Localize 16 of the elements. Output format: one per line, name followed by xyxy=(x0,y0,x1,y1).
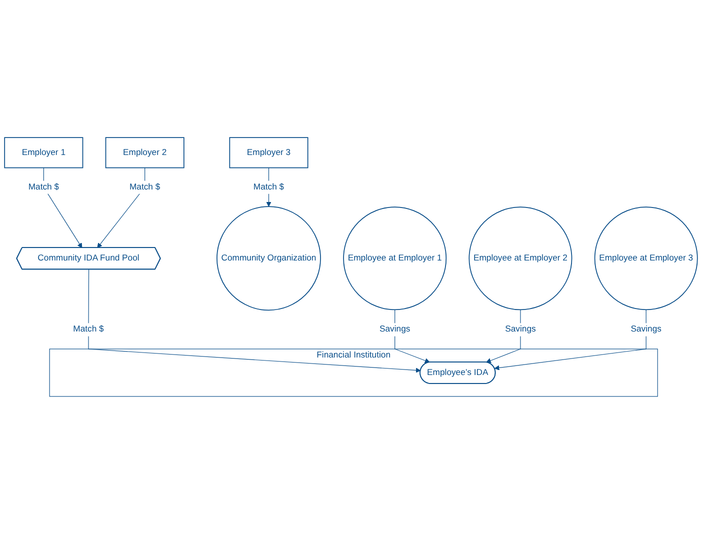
node-circle: Employee at Employer 2 xyxy=(468,206,572,310)
node-box: Employer 3 xyxy=(229,137,308,168)
node-circle: Community Organization xyxy=(216,206,321,311)
edge-label: Match $ xyxy=(28,182,60,192)
edge-label: Match $ xyxy=(129,182,160,192)
edge-label: Match $ xyxy=(253,182,284,192)
node-box: Employer 2 xyxy=(105,137,184,168)
node-circle: Employee at Employer 1 xyxy=(343,206,447,310)
edge-label: Savings xyxy=(630,324,662,334)
arrow xyxy=(88,269,421,373)
edge-label: Savings xyxy=(505,324,536,334)
node-circle: Employee at Employer 3 xyxy=(594,206,698,310)
edge-label: Match $ xyxy=(73,324,104,334)
arrow xyxy=(494,309,646,370)
edge-label: Savings xyxy=(379,324,410,334)
node-box: Employer 1 xyxy=(4,137,84,168)
